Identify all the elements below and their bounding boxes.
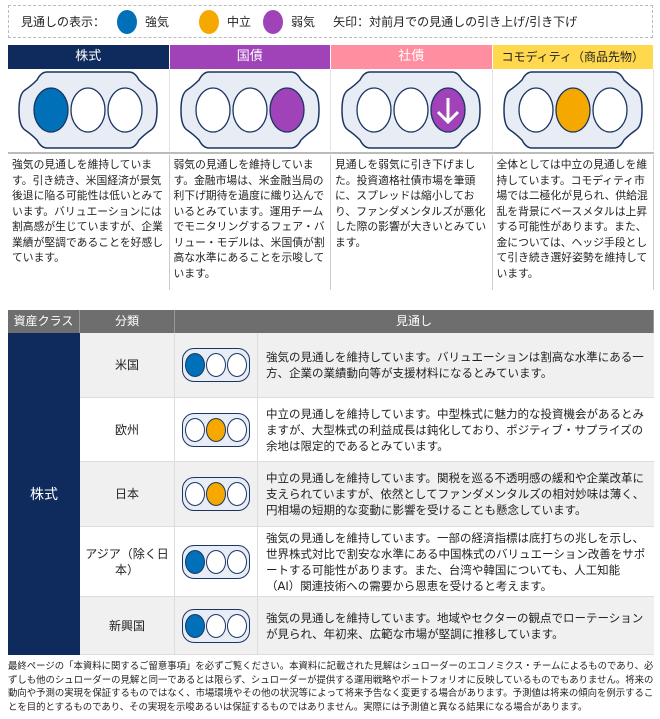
header-corp-bonds: 社債 — [331, 45, 493, 69]
category-cell: 米国 — [80, 333, 175, 397]
neutral-dot-icon — [199, 9, 220, 34]
header-commodity: コモディティ（商品先物） — [492, 45, 654, 69]
legend: 見通しの表示： 強気 中立 弱気 矢印：対前月での見通しの引き上げ/引き下げ — [8, 5, 653, 38]
signal-light-icon — [182, 477, 250, 511]
asset-class-cell: 株式 — [8, 333, 80, 655]
table-row: アジア（除く日本） 強気の見通しを維持しています。一部の経済指標は底打ちの兆しを示… — [80, 527, 654, 597]
signal-light-1 — [170, 69, 331, 151]
col-outlook: 見通し — [175, 310, 654, 333]
category-cell: アジア（除く日本） — [80, 527, 175, 596]
legend-arrow-note: 矢印：対前月での見通しの引き上げ/引き下げ — [333, 15, 578, 29]
signal-lights — [8, 69, 654, 151]
asset-headers: 株式 国債 社債 コモディティ（商品先物） — [8, 45, 654, 69]
category-cell: 日本 — [80, 462, 175, 526]
disclaimer: 最終ページの「本資料に関するご留意事項」を必ずご覧ください。本資料に記載された見… — [8, 661, 654, 713]
outlook-text: 強気の見通しを維持しています。一部の経済指標は底打ちの兆しを示し、世界株式対比で… — [266, 530, 646, 593]
table-row: 日本 中立の見通しを維持しています。関税を巡る不透明感の緩和や企業改革に支えられて… — [80, 462, 654, 527]
legend-label: 見通しの表示： — [21, 15, 106, 29]
summary-text-corp-bonds: 見通しを弱気に引き下げました。投資適格社債市場を筆頭に、スプレッドは縮小しており… — [331, 155, 493, 290]
equity-outlook-table: 資産クラス 分類 見通し 株式 米国 強気の見通しを維持しています。バリュエーショ… — [8, 310, 654, 655]
category-cell: 欧州 — [80, 398, 175, 461]
signal-light-icon — [182, 544, 250, 579]
bull-dot-icon — [117, 9, 138, 34]
col-category: 分類 — [80, 310, 175, 333]
summary-text-gov-bonds: 弱気の見通しを維持しています。金融市場は、米金融当局の利下げ期待を過度に織り込ん… — [170, 155, 331, 290]
outlook-text: 中立の見通しを維持しています。中型株式に魅力的な投資機会があるとみますが、大型株… — [266, 406, 645, 453]
col-asset-class: 資産クラス — [8, 310, 80, 333]
summary-text-commodity: 全体としては中立の見通しを維持しています。コモディティ市場では二極化が見られ、供… — [493, 155, 654, 290]
table-row: 新興国 強気の見通しを維持しています。地域やセクターの観点でローテーションが見られ… — [80, 597, 654, 655]
outlook-text: 強気の見通しを維持しています。地域やセクターの観点でローテーションが見られ、年初… — [266, 610, 644, 641]
down-arrow-icon — [437, 98, 460, 125]
header-equity: 株式 — [8, 45, 170, 69]
table-row: 米国 強気の見通しを維持しています。バリュエーションは割高な水準にある一方、企業の… — [80, 333, 654, 398]
legend-bull: 強気 — [145, 15, 170, 29]
table-row: 欧州 中立の見通しを維持しています。中型株式に魅力的な投資機会があるとみますが、大… — [80, 398, 654, 462]
outlook-text: 強気の見通しを維持しています。バリュエーションは割高な水準にある一方、企業の業績… — [266, 350, 644, 380]
signal-light-0 — [8, 69, 170, 151]
summary-descriptions: 強気の見通しを維持しています。引き続き、米国経済が景気後退に陥る可能性は低いとみ… — [8, 155, 654, 290]
bear-dot-icon — [263, 9, 284, 34]
signal-light-icon — [182, 348, 250, 382]
summary-text-equity: 強気の見通しを維持しています。引き続き、米国経済が景気後退に陥る可能性は低いとみ… — [8, 155, 170, 290]
signal-light-3 — [493, 69, 654, 151]
outlook-text: 中立の見通しを維持しています。関税を巡る不透明感の緩和や企業改革に支えられていま… — [266, 471, 645, 517]
signal-light-2 — [331, 69, 493, 151]
signal-light-icon — [182, 412, 250, 447]
header-gov-bonds: 国債 — [169, 45, 331, 69]
legend-neutral: 中立 — [227, 15, 252, 29]
signal-light-icon — [182, 608, 250, 643]
category-cell: 新興国 — [80, 597, 175, 654]
legend-bear: 弱気 — [291, 15, 316, 29]
